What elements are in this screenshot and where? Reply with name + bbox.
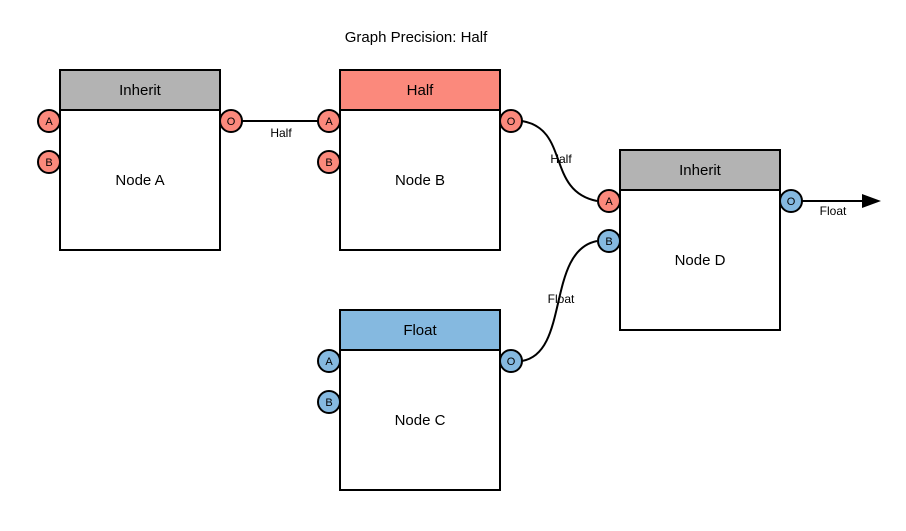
edge-b-to-d[interactable]: Half bbox=[521, 120, 598, 202]
node-d-port-a-circle[interactable] bbox=[597, 189, 621, 213]
node-a-port-b-circle[interactable] bbox=[37, 150, 61, 174]
edge-a-to-b-label: Half bbox=[270, 126, 292, 140]
node-a-port-b[interactable]: B bbox=[37, 150, 61, 174]
node-b-port-b-letter: B bbox=[325, 157, 332, 169]
node-a-port-a-circle[interactable] bbox=[37, 109, 61, 133]
node-c-port-out-circle[interactable] bbox=[499, 349, 523, 373]
node-b-port-a[interactable]: A bbox=[317, 109, 341, 133]
node-d-header-label: Inherit bbox=[679, 162, 722, 179]
node-c-port-a[interactable]: A bbox=[317, 349, 341, 373]
edge-c-to-d[interactable]: Float bbox=[521, 240, 598, 362]
node-c-header bbox=[339, 309, 501, 351]
node-c-label: Node C bbox=[395, 412, 446, 429]
edge-c-to-d-label: Float bbox=[548, 292, 575, 306]
edge-b-to-d-curve[interactable] bbox=[521, 120, 598, 202]
edge-d-output-label: Float bbox=[820, 204, 847, 218]
node-c-port-b[interactable]: B bbox=[317, 390, 341, 414]
node-b-port-a-circle[interactable] bbox=[317, 109, 341, 133]
node-d-port-b-letter: B bbox=[605, 236, 612, 248]
node-c-header-label: Float bbox=[403, 322, 437, 339]
node-a-label: Node A bbox=[115, 172, 164, 189]
node-a-port-b-letter: B bbox=[45, 157, 52, 169]
node-b-header bbox=[339, 69, 501, 111]
node-a-header-label: Inherit bbox=[119, 82, 162, 99]
node-d-port-out-circle[interactable] bbox=[779, 189, 803, 213]
node-c-port-out-letter: O bbox=[507, 356, 516, 368]
node-c-port-b-circle[interactable] bbox=[317, 390, 341, 414]
edge-b-to-d-label: Half bbox=[550, 152, 572, 166]
edge-a-to-b[interactable]: Half bbox=[242, 120, 318, 140]
node-d-label: Node D bbox=[675, 252, 726, 269]
edge-c-to-d-curve[interactable] bbox=[521, 240, 598, 362]
node-d-header bbox=[619, 149, 781, 191]
node-d-port-out[interactable]: O bbox=[779, 189, 803, 213]
node-b-port-out-circle[interactable] bbox=[499, 109, 523, 133]
edge-d-output[interactable]: Float bbox=[802, 194, 881, 218]
diagram-title: Graph Precision: Half bbox=[345, 29, 488, 46]
arrowhead-icon bbox=[862, 194, 881, 208]
node-d-port-a[interactable]: A bbox=[597, 189, 621, 213]
node-b-header-label: Half bbox=[407, 82, 435, 99]
node-c-port-b-letter: B bbox=[325, 397, 332, 409]
node-a-port-a-letter: A bbox=[45, 116, 53, 128]
node-d-port-b-circle[interactable] bbox=[597, 229, 621, 253]
node-a-port-out-circle[interactable] bbox=[219, 109, 243, 133]
node-c-port-a-circle[interactable] bbox=[317, 349, 341, 373]
node-b[interactable]: Half Node B A B O bbox=[317, 69, 523, 251]
node-c[interactable]: Float Node C A B O bbox=[317, 309, 523, 491]
node-d[interactable]: Inherit Node D A B O bbox=[597, 149, 803, 331]
node-b-port-out[interactable]: O bbox=[499, 109, 523, 133]
node-a-port-out-letter: O bbox=[227, 116, 236, 128]
node-d-port-a-letter: A bbox=[605, 196, 613, 208]
edges-layer: Half Half Float Float bbox=[242, 120, 881, 362]
node-c-port-a-letter: A bbox=[325, 356, 333, 368]
node-b-port-a-letter: A bbox=[325, 116, 333, 128]
node-a[interactable]: Inherit Node A A B O bbox=[37, 69, 243, 251]
node-d-port-b[interactable]: B bbox=[597, 229, 621, 253]
node-d-port-out-letter: O bbox=[787, 196, 796, 208]
node-c-port-out[interactable]: O bbox=[499, 349, 523, 373]
node-b-port-b[interactable]: B bbox=[317, 150, 341, 174]
node-a-port-out[interactable]: O bbox=[219, 109, 243, 133]
node-b-port-b-circle[interactable] bbox=[317, 150, 341, 174]
node-b-label: Node B bbox=[395, 172, 445, 189]
node-a-header bbox=[59, 69, 221, 111]
node-b-port-out-letter: O bbox=[507, 116, 516, 128]
node-a-port-a[interactable]: A bbox=[37, 109, 61, 133]
